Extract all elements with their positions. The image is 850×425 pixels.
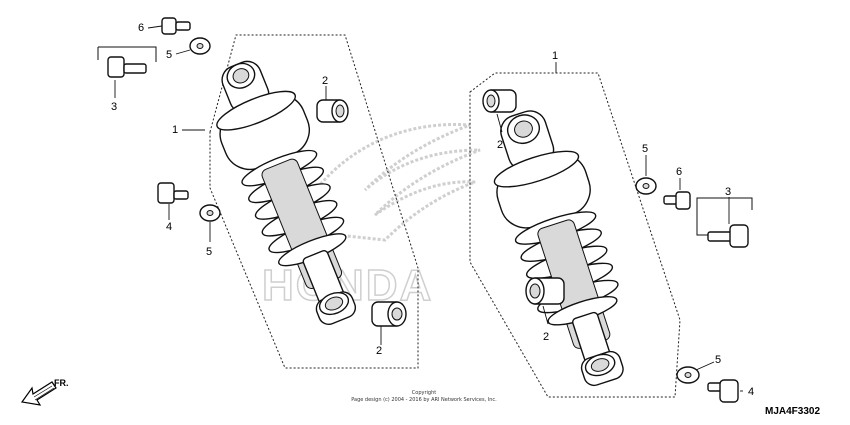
left-callout-5-mid: 5 [206,246,212,258]
direction-label: FR. [54,378,69,388]
left-assembly-boundary [209,34,419,369]
left-bolt-6 [161,17,191,35]
right-assembly-boundary [469,72,681,398]
left-callout-5-top: 5 [166,49,172,61]
direction-arrow-icon [20,381,57,406]
left-callout-2-bottom: 2 [376,345,382,357]
left-washer-5-top [189,37,211,55]
left-callout-2-top: 2 [322,75,328,87]
diagram-code: MJA4F3302 [765,406,820,417]
right-bushing-bottom [525,277,565,305]
right-bushing-top [482,89,517,113]
left-shock-absorber [216,60,357,326]
left-callout-1: 1 [172,124,178,136]
right-callout-6: 6 [676,166,682,178]
front-direction-indicator: FR. [20,378,69,406]
right-washer-5-top [635,177,657,195]
right-shock-absorber [493,110,624,387]
left-callout-3: 3 [111,101,117,113]
right-bolt-6 [663,191,691,210]
left-bushing-bottom [371,301,407,327]
right-callout-4: 4 [748,386,754,398]
left-shock-assembly: 6 5 3 1 2 4 5 2 [97,17,419,369]
right-shock-assembly: 1 2 2 5 6 3 5 4 [469,50,754,403]
right-callout-5-bottom: 5 [715,354,721,366]
right-callout-2-top: 2 [497,139,503,151]
left-bolt-3 [107,56,147,78]
right-callout-2-bottom: 2 [543,331,549,343]
left-bolt3-bracket [98,46,157,62]
right-bolt-4 [707,379,739,403]
right-callout-5-top: 5 [642,143,648,155]
right-callout-1: 1 [552,50,558,62]
left-callout-6: 6 [138,22,144,34]
left-bushing-top [316,99,349,123]
left-callout-4: 4 [166,221,172,233]
right-bolt3-bracket [696,197,753,212]
left-bolt-4 [157,182,189,204]
left-washer-5-mid [199,204,221,222]
copyright-line-1: Copyright [412,390,436,396]
right-washer-5-bottom [676,366,700,384]
right-callout-3: 3 [725,186,731,198]
copyright-line-2: Page design (c) 2004 - 2016 by ARI Netwo… [351,397,497,403]
right-bolt-3 [707,224,749,248]
